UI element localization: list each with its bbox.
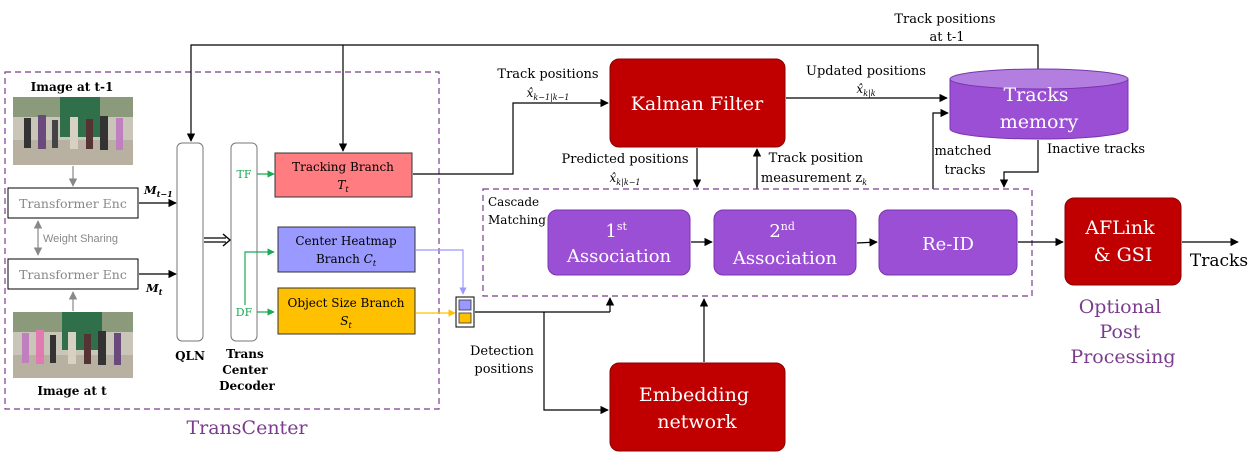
memory-t-label: Mt [145, 281, 163, 297]
memory-t1-label: Mt−1 [143, 183, 173, 199]
first-association-block [547, 209, 691, 276]
tracks-output-label: Tracks [1190, 251, 1248, 271]
transcenter-boundary [4, 71, 440, 410]
cascade-matching-label: Cascade Matching [488, 195, 546, 227]
image-t1-label: Image at t-1 [31, 80, 114, 94]
aflink-gsi-label: AFLink & GSI [1084, 217, 1160, 266]
object-size-symbol: St [340, 314, 352, 330]
track-positions-prev-label: Track positions at t-1 [894, 12, 999, 45]
second-association-block [713, 209, 857, 276]
tracking-branch-symbol: Tt [337, 178, 349, 194]
qln-label: QLN [175, 349, 205, 363]
tracking-branch-label: Tracking Branch [292, 160, 394, 174]
center-heatmap-label: Center Heatmap [295, 234, 397, 248]
weight-sharing-label: Weight Sharing [43, 233, 118, 245]
transformer-encoder-top [7, 187, 139, 219]
predicted-positions-label: Predicted positions [561, 152, 688, 167]
decoder-label: Trans Center Decoder [219, 347, 275, 393]
qln-block [176, 142, 204, 342]
matched-tracks-label: matched tracks [934, 144, 995, 178]
decoder-block [230, 142, 258, 342]
detection-positions-label: Detection positions [470, 344, 538, 377]
tracks-memory-label: Tracks memory [1000, 84, 1079, 133]
df-label: DF [236, 306, 253, 319]
center-heatmap-branch [277, 226, 416, 273]
reid-block [878, 209, 1018, 276]
center-heatmap-label-2: Branch Ct [316, 252, 377, 268]
tracking-branch [274, 152, 413, 198]
image-t-label: Image at t [37, 384, 107, 398]
updated-positions-label: Updated positions [806, 64, 926, 79]
object-size-label: Object Size Branch [288, 296, 405, 310]
updated-positions-formula: x̂k|k [856, 82, 875, 98]
kalman-filter-label: Kalman Filter [631, 93, 764, 115]
image-t-thumbnail [13, 312, 133, 378]
predicted-positions-formula: x̂k|k−1 [610, 171, 641, 187]
inactive-tracks-label: Inactive tracks [1047, 142, 1145, 157]
kalman-filter-block [609, 58, 786, 148]
track-positions-formula: x̂k−1|k−1 [527, 86, 570, 102]
aflink-gsi-block [1064, 197, 1182, 286]
track-positions-label: Track positions [497, 67, 598, 82]
image-t1-thumbnail [13, 97, 133, 165]
second-association-label: 2nd Association [732, 214, 838, 269]
detection-output-icon [455, 296, 475, 328]
optional-post-processing-label: Optional Post Processing [1070, 296, 1175, 368]
reid-label: Re-ID [922, 234, 974, 255]
object-size-branch [277, 287, 416, 335]
tf-label: TF [237, 168, 252, 181]
tracks-memory-database [949, 68, 1129, 140]
encoder-top-label: Transformer Enc [19, 196, 127, 211]
encoder-bottom-label: Transformer Enc [19, 267, 127, 282]
transformer-encoder-bottom [7, 258, 139, 290]
embedding-network-label: Embedding network [639, 384, 755, 433]
embedding-network-block [609, 362, 786, 452]
first-association-label: 1st Association [566, 214, 672, 267]
measurement-label: Track position measurement zk [761, 151, 867, 187]
transcenter-title: TransCenter [186, 417, 308, 439]
